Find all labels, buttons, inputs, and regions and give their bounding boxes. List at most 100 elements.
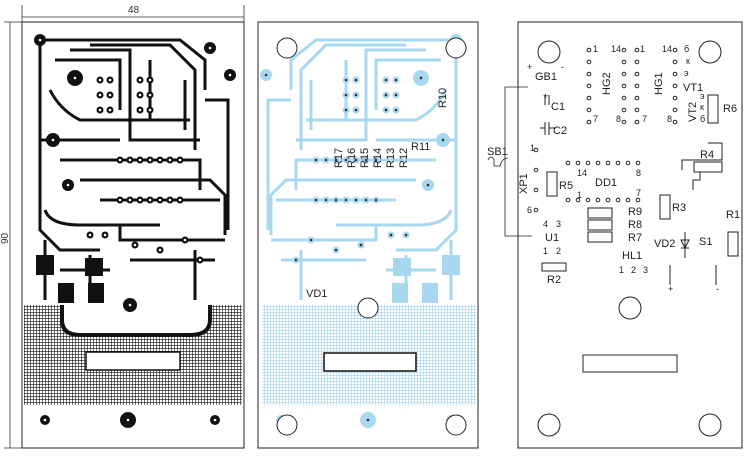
diode-vd2 (680, 232, 690, 258)
label-c2: C2 (553, 125, 567, 137)
pin (672, 71, 678, 77)
drill-hole (324, 158, 328, 162)
label-r12: R12 (398, 148, 410, 168)
pin-hl1-3: 3 (643, 265, 648, 275)
pin-dd1-8: 8 (636, 168, 641, 178)
drill-hole (426, 183, 430, 187)
label-vd1: VD1 (306, 288, 327, 300)
label-r5: R5 (559, 180, 573, 192)
resistor-r6 (707, 94, 719, 124)
drill-hole (168, 158, 172, 162)
label-sb1: SB1 (487, 146, 508, 158)
copper-trace (306, 89, 448, 122)
pin (605, 160, 611, 166)
drill-hole (394, 78, 398, 82)
pin-hg2-7: 7 (593, 114, 598, 124)
pin (586, 59, 592, 65)
label-u1: U1 (545, 232, 559, 244)
resistor-r4 (693, 161, 723, 173)
drill-hole (98, 93, 102, 97)
drill-hole (344, 78, 348, 82)
resistor-r1 (727, 231, 739, 257)
pin (586, 71, 592, 77)
drill-hole (38, 38, 42, 42)
drill-hole (148, 93, 152, 97)
mounting-hole (357, 297, 379, 319)
drill-hole (183, 238, 187, 242)
drill-hole (98, 108, 102, 112)
drill-hole (294, 258, 298, 262)
pin (533, 167, 539, 173)
label-xp1: XP1 (518, 173, 530, 194)
label-gb1: GB1 (535, 71, 557, 83)
drill-hole (354, 93, 358, 97)
drill-hole (213, 418, 217, 422)
drill-hole (108, 108, 112, 112)
pin (625, 160, 631, 166)
pin (615, 160, 621, 166)
pin-vt2-e: э (700, 91, 705, 101)
label-r13: R13 (385, 148, 397, 168)
copper-trace (296, 48, 426, 142)
drill-hole (148, 198, 152, 202)
drill-hole (344, 108, 348, 112)
drill-hole (366, 418, 370, 422)
drill-hole (404, 233, 408, 237)
drill-hole (128, 158, 132, 162)
pin (615, 197, 621, 203)
pin (586, 83, 592, 89)
pin (595, 197, 601, 203)
pin-c1-plus: + (543, 91, 548, 101)
drill-hole (374, 198, 378, 202)
drill-hole (208, 46, 212, 50)
label-r10: R10 (437, 88, 449, 108)
drill-hole (354, 198, 358, 202)
pin-xp1-6: 6 (527, 205, 532, 215)
drill-hole (138, 93, 142, 97)
drill-hole (138, 108, 142, 112)
resistor (587, 219, 613, 231)
pin (565, 197, 571, 203)
pin-hl1-1: 1 (619, 265, 624, 275)
drill-hole (441, 138, 445, 142)
pin (621, 107, 627, 113)
label-r3: R3 (672, 202, 686, 214)
copper-trace (266, 98, 291, 230)
pin (585, 197, 591, 203)
copper-trace (55, 58, 122, 110)
label-hg2: HG2 (601, 72, 613, 95)
pin-vt1-e: э (684, 68, 689, 78)
middle-panel-copper-light: R17 R16 R15 R14 R13 R12 R11 R10 VD1 (257, 21, 479, 449)
drill-hole (394, 108, 398, 112)
label-vd2: VD2 (654, 238, 675, 250)
pin (672, 119, 678, 125)
drill-hole (138, 158, 142, 162)
label-r2: R2 (547, 274, 561, 286)
drill-hole (314, 158, 318, 162)
copper-trace (396, 40, 458, 252)
pin-gb1-plus: + (527, 62, 532, 72)
pin (672, 95, 678, 101)
label-c1: C1 (551, 101, 565, 113)
drill-hole (384, 108, 388, 112)
pin (605, 197, 611, 203)
drill-hole (168, 198, 172, 202)
pin-gb1-minus: - (561, 62, 564, 72)
smd-pad (58, 283, 74, 303)
pin (621, 47, 627, 53)
drill-hole (133, 243, 137, 247)
pin (621, 59, 627, 65)
drill-hole (384, 78, 388, 82)
label-s1: S1 (699, 236, 712, 248)
drill-hole (148, 108, 152, 112)
drill-hole (178, 198, 182, 202)
drill-hole (419, 76, 423, 80)
pin-u1-3: 3 (556, 219, 561, 229)
smd-pad (392, 283, 408, 303)
smd-pad (422, 283, 438, 303)
drill-hole (103, 233, 107, 237)
resistor-r2 (541, 262, 567, 272)
pin-vt2-k: к (700, 102, 704, 112)
pin (625, 197, 631, 203)
capacitors (540, 95, 556, 135)
